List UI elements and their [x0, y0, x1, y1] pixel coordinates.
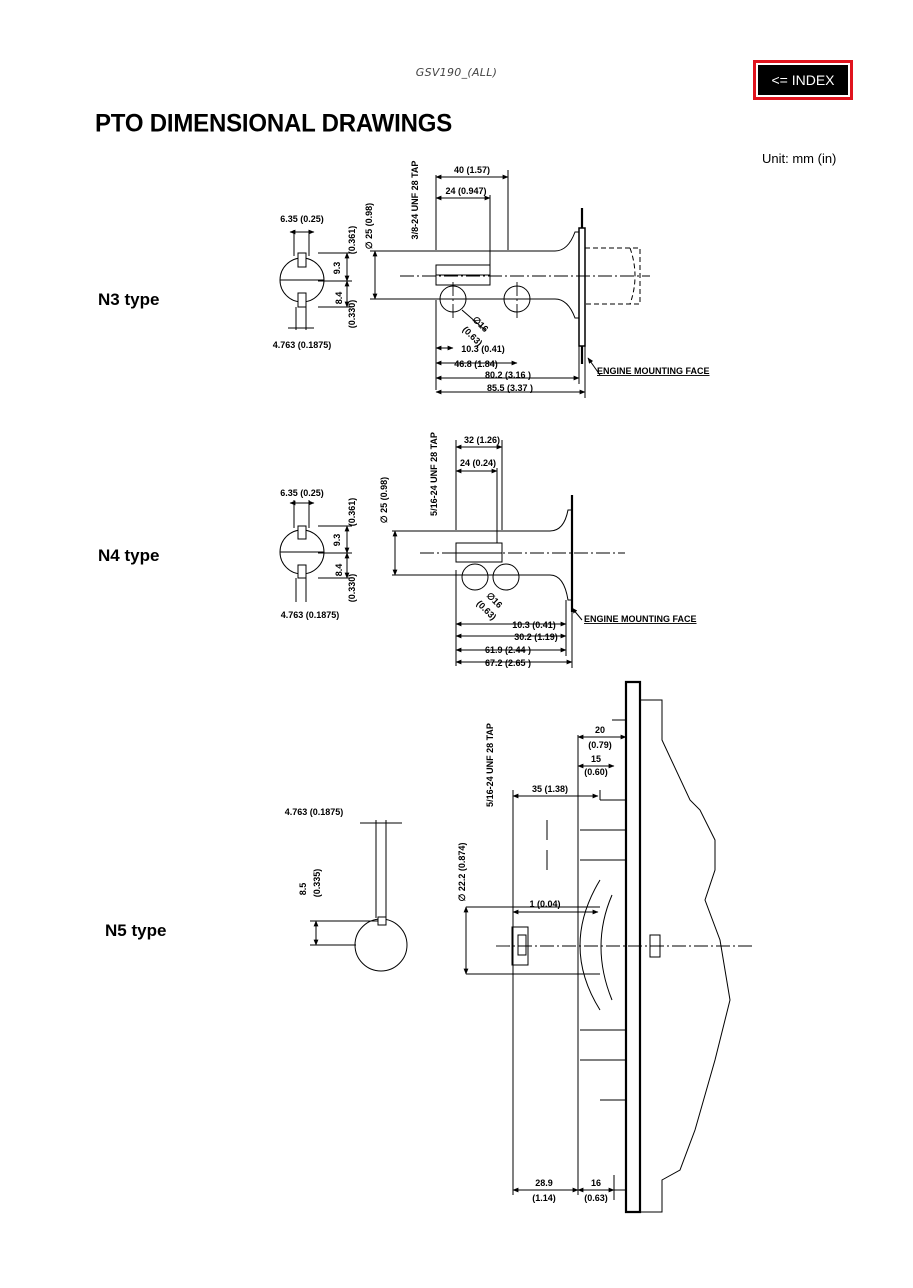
n5-side-view: [463, 680, 755, 1214]
n4-dim-84: 8.4: [334, 564, 344, 577]
page-title: PTO DIMENSIONAL DRAWINGS: [95, 109, 453, 138]
n3-dim-dia25: ∅ 25 (0.98): [364, 203, 374, 249]
n5-dim-dia222: ∅ 22.2 (0.874): [457, 843, 467, 902]
n4-dim-672: 67.2 (2.65 ): [485, 658, 531, 668]
n4-dim-619: 61.9 (2.44 ): [485, 645, 531, 655]
n3-dim-84-in: (0.330): [347, 300, 357, 329]
n5-dim-16: 16: [591, 1178, 601, 1188]
n4-dim-93-in: (0.361): [347, 498, 357, 527]
n3-dim-24: 24 (0.947): [445, 186, 486, 196]
n4-dim-32: 32 (1.26): [464, 435, 500, 445]
n4-dim-4763: 4.763 (0.1875): [281, 610, 340, 620]
n4-type-label: N4 type: [98, 546, 160, 565]
n3-dim-103: 10.3 (0.41): [461, 344, 505, 354]
n4-dim-302: 30.2 (1.19): [514, 632, 558, 642]
n4-dim-dia25: ∅ 25 (0.98): [379, 477, 389, 523]
n3-dim-635: 6.35 (0.25): [280, 214, 324, 224]
n5-dim-15: 15: [591, 754, 601, 764]
n5-dim-15-in: (0.60): [584, 767, 608, 777]
index-button[interactable]: <= INDEX: [753, 60, 853, 100]
n5-dim-35: 35 (1.38): [532, 784, 568, 794]
n5-end-view: [310, 820, 408, 972]
n4-dim-635: 6.35 (0.25): [280, 488, 324, 498]
n5-dim-85: 8.5: [298, 883, 308, 896]
n3-dim-802: 80.2 (3.16 ): [485, 370, 531, 380]
n4-side-view: [392, 440, 625, 668]
n5-dim-4763: 4.763 (0.1875): [285, 807, 344, 817]
n5-dim-85-in: (0.335): [312, 869, 322, 898]
n3-dim-84: 8.4: [334, 292, 344, 305]
n3-tap: 3/8-24 UNF 28 TAP: [410, 161, 420, 240]
n3-drawing: 6.35 (0.25) 4.763 (0.1875) 9.3 (0.361) 8…: [273, 161, 710, 398]
n4-dim-84-in: (0.330): [347, 574, 357, 603]
n4-dim-103: 10.3 (0.41): [512, 620, 556, 630]
n5-drawing: 4.763 (0.1875) 8.5 (0.335) 5/16-24 UNF 2…: [285, 680, 755, 1214]
n5-dim-1: 1 (0.04): [529, 899, 560, 909]
n5-dim-20-in: (0.79): [588, 740, 612, 750]
n4-dim-24: 24 (0.24): [460, 458, 496, 468]
n5-dim-20: 20: [595, 725, 605, 735]
n4-drawing: 6.35 (0.25) 4.763 (0.1875) 9.3 (0.361) 8…: [279, 432, 697, 668]
index-button-label: <= INDEX: [758, 65, 848, 95]
n3-dim-855: 85.5 (3.37 ): [487, 383, 533, 393]
n5-type-label: N5 type: [105, 921, 167, 940]
n4-dim-93: 9.3: [332, 534, 342, 547]
n5-dim-289-in: (1.14): [532, 1193, 556, 1203]
n3-dim-468: 46.8 (1.84): [454, 359, 498, 369]
n3-dim-4763: 4.763 (0.1875): [273, 340, 332, 350]
n4-engine-face-label: ENGINE MOUNTING FACE: [584, 614, 697, 624]
n3-dim-40: 40 (1.57): [454, 165, 490, 175]
document-id: GSV190_(ALL): [415, 66, 498, 79]
n5-dim-16-in: (0.63): [584, 1193, 608, 1203]
n3-side-view: [370, 170, 650, 398]
n3-dim-93-in: (0.361): [347, 226, 357, 255]
unit-label: Unit: mm (in): [762, 151, 837, 166]
n4-tap: 5/16-24 UNF 28 TAP: [429, 432, 439, 516]
n5-tap: 5/16-24 UNF 28 TAP: [485, 723, 495, 807]
n3-dim-93: 9.3: [332, 262, 342, 275]
n3-end-view: [279, 229, 352, 330]
n3-type-label: N3 type: [98, 290, 160, 309]
n3-engine-face-label: ENGINE MOUNTING FACE: [597, 366, 710, 376]
n4-end-view: [279, 500, 352, 602]
n5-dim-289: 28.9: [535, 1178, 553, 1188]
